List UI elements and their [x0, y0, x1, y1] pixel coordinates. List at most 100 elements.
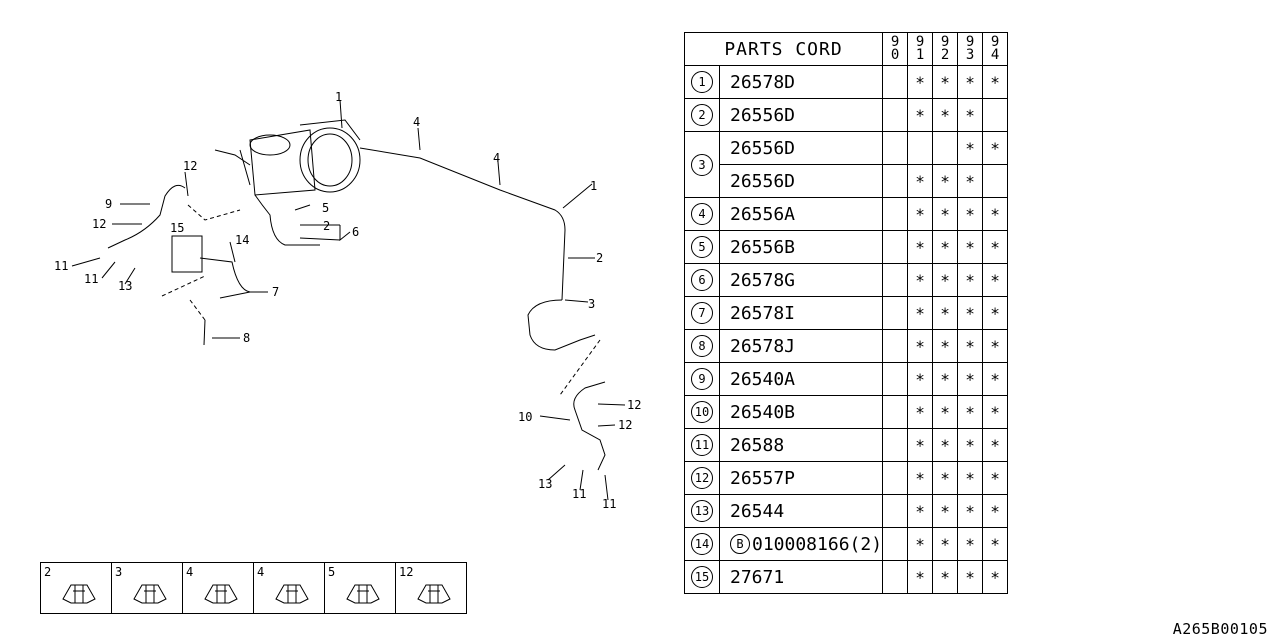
- applicability-mark: *: [907, 560, 934, 594]
- applicability-mark: [882, 494, 909, 528]
- ref-number: 5: [691, 236, 713, 258]
- applicability-mark: [982, 164, 1009, 198]
- applicability-mark: *: [907, 65, 934, 99]
- applicability-mark: *: [932, 461, 959, 495]
- callout-14: 14: [235, 233, 249, 247]
- part-code: 26544: [730, 500, 785, 522]
- applicability-mark: *: [907, 428, 934, 462]
- applicability-mark: *: [907, 98, 934, 132]
- year-digit: 4: [990, 47, 1000, 63]
- ref-number: 15: [691, 566, 713, 588]
- part-code-cell: 26556D: [718, 131, 884, 165]
- part-code: 27671: [730, 566, 785, 588]
- ref-number: 1: [691, 71, 713, 93]
- ref-number: 7: [691, 302, 713, 324]
- callout-9: 9: [105, 197, 112, 211]
- ref-number-cell: 6: [684, 263, 720, 297]
- part-code: 26540B: [730, 401, 796, 423]
- part-code-cell: 26578I: [718, 296, 884, 330]
- applicability-mark: *: [957, 197, 984, 231]
- document-code: A265B00105: [1172, 620, 1268, 638]
- part-code: 26556A: [730, 203, 796, 225]
- part-code-cell: 26556D: [718, 164, 884, 198]
- ref-number: 10: [691, 401, 713, 423]
- legend-label: 4: [257, 565, 265, 579]
- ref-number: 3: [691, 153, 713, 176]
- applicability-mark: *: [957, 296, 984, 330]
- applicability-mark: *: [957, 395, 984, 429]
- clip-icon: [62, 584, 96, 604]
- callout-2: 1: [335, 90, 342, 104]
- year-digit: 3: [965, 47, 975, 63]
- applicability-mark: *: [932, 560, 959, 594]
- applicability-mark: *: [907, 461, 934, 495]
- master-cylinder: [249, 129, 316, 196]
- legend-cell: 4: [254, 563, 325, 613]
- applicability-mark: *: [957, 65, 984, 99]
- callout-4: 4: [493, 151, 500, 165]
- ref-number: 9: [691, 368, 713, 390]
- applicability-mark: *: [907, 395, 934, 429]
- callout-3: 3: [588, 297, 595, 311]
- part-code: 26556D: [730, 137, 796, 159]
- ref-number-cell: 5: [684, 230, 720, 264]
- applicability-mark: *: [907, 197, 934, 231]
- applicability-mark: *: [982, 296, 1009, 330]
- year-digit: 2: [940, 47, 950, 63]
- applicability-mark: *: [932, 230, 959, 264]
- applicability-mark: *: [957, 164, 984, 198]
- brake-hose-9: [107, 184, 186, 249]
- legend-label: 12: [399, 565, 414, 579]
- ref-number-cell: 15: [684, 560, 720, 594]
- callout-1: 1: [590, 179, 597, 193]
- part-code-cell: 26540B: [718, 395, 884, 429]
- applicability-mark: *: [982, 362, 1009, 396]
- applicability-mark: *: [932, 527, 959, 561]
- applicability-mark: *: [932, 395, 959, 429]
- applicability-mark: [882, 362, 909, 396]
- year-digit: 9: [940, 34, 950, 50]
- part-code-cell: 26578D: [718, 65, 884, 99]
- ref-number-cell: 2: [684, 98, 720, 132]
- part-code-cell: 26588: [718, 428, 884, 462]
- applicability-mark: *: [982, 197, 1009, 231]
- callout-4: 4: [413, 115, 420, 129]
- year-digit: 9: [915, 34, 925, 50]
- applicability-mark: [882, 65, 909, 99]
- clip-icon: [346, 584, 380, 604]
- callout-7: 7: [272, 285, 279, 299]
- applicability-mark: *: [932, 98, 959, 132]
- ref-number-cell: 1: [684, 65, 720, 99]
- applicability-mark: [882, 164, 909, 198]
- applicability-mark: *: [932, 428, 959, 462]
- applicability-mark: *: [982, 65, 1009, 99]
- applicability-mark: *: [957, 428, 984, 462]
- ref-number-cell: 14: [684, 527, 720, 561]
- part-code-cell: 26578J: [718, 329, 884, 363]
- applicability-mark: *: [932, 296, 959, 330]
- applicability-mark: *: [982, 395, 1009, 429]
- callout-5: 5: [322, 201, 329, 215]
- part-code: 010008166(2): [752, 533, 883, 555]
- ref-number: 6: [691, 269, 713, 291]
- applicability-mark: *: [907, 164, 934, 198]
- callout-11: 11: [54, 259, 68, 273]
- part-code: 26578J: [730, 335, 796, 357]
- ref-number-cell: 10: [684, 395, 720, 429]
- applicability-mark: *: [982, 230, 1009, 264]
- legend-cell: 4: [183, 563, 254, 613]
- applicability-mark: *: [982, 428, 1009, 462]
- legend-cell: 2: [41, 563, 112, 613]
- ref-number: 13: [691, 500, 713, 522]
- callout-6: 6: [352, 225, 359, 239]
- applicability-mark: [882, 395, 909, 429]
- year-digit: 1: [915, 47, 925, 63]
